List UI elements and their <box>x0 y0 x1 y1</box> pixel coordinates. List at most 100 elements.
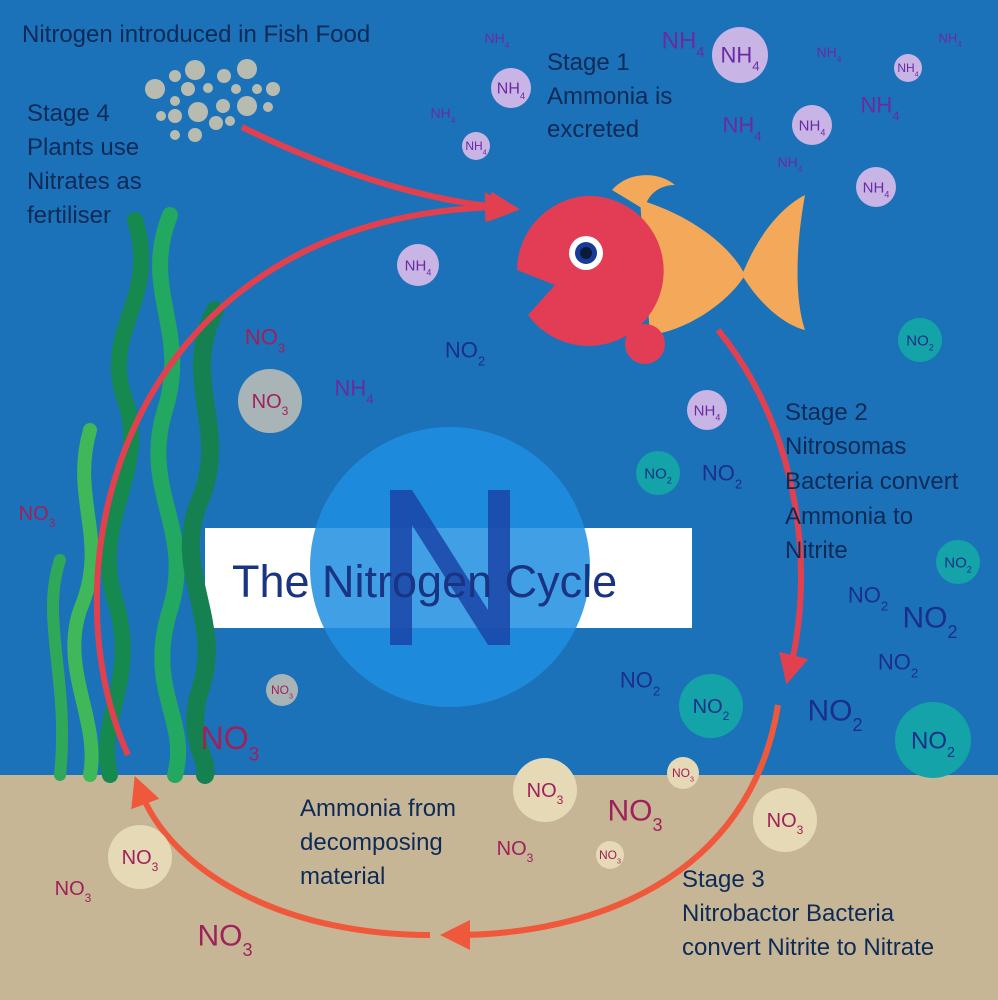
sand-substrate <box>0 775 998 1000</box>
molecule-formula: NO3 <box>19 503 56 530</box>
no3-molecule: NO3 <box>197 920 252 961</box>
stage1-label: Stage 1 Ammonia is excreted <box>547 49 672 143</box>
molecule-bubble <box>397 244 439 286</box>
svg-text:convert Nitrite to Nitrate: convert Nitrite to Nitrate <box>682 934 934 961</box>
molecule-formula: NH4 <box>799 117 826 137</box>
molecule-formula: NH4 <box>694 402 721 422</box>
molecule-formula: NO2 <box>848 583 888 614</box>
stage4-to-stage1-arrow <box>93 192 515 757</box>
nh4-molecule: NH4 <box>894 54 922 82</box>
molecule-bubble <box>687 390 727 430</box>
molecule-formula: NO2 <box>902 602 957 643</box>
no2-molecule: NO2 <box>878 650 918 681</box>
no3-molecule: NO3 <box>266 674 298 706</box>
molecule-formula: NH4 <box>497 81 526 103</box>
molecule-formula: NH4 <box>863 179 890 199</box>
no2-molecule: NO2 <box>807 695 862 736</box>
stage4-label: Stage 4 Plants use Nitrates as fertilise… <box>27 100 142 229</box>
molecule-bubble <box>856 167 896 207</box>
molecule-formula: NH4 <box>778 154 803 174</box>
stage2-to-stage3-arrow <box>440 704 781 950</box>
nh4-molecule: NH4 <box>722 113 761 144</box>
molecule-bubble <box>491 68 531 108</box>
no3-molecule: NO3 <box>245 325 285 356</box>
molecule-bubble <box>712 27 768 83</box>
nh4-molecule: NH4 <box>712 27 768 83</box>
no2-molecule: NO2 <box>445 338 485 369</box>
molecule-bubble <box>894 54 922 82</box>
no3-molecule: NO3 <box>201 720 260 765</box>
food-arrow <box>240 124 520 222</box>
nh4-molecule: NH4 <box>860 93 899 124</box>
food-label: Nitrogen introduced in Fish Food <box>22 21 370 48</box>
no3-molecule: NO3 <box>513 758 577 822</box>
molecule-formula: NO3 <box>271 683 293 700</box>
molecule-formula: NH4 <box>938 31 962 50</box>
molecule-formula: NO3 <box>252 391 289 418</box>
svg-text:Plants use: Plants use <box>27 134 139 161</box>
fish-pectoral-fin <box>625 324 665 364</box>
molecule-bubble <box>936 540 980 584</box>
no2-molecule: NO2 <box>848 583 888 614</box>
nh4-molecule: NH4 <box>491 68 531 108</box>
fish <box>517 175 805 364</box>
no3-molecule: NO3 <box>108 825 172 889</box>
molecule-formula: NO2 <box>702 461 742 492</box>
svg-text:Stage 2: Stage 2 <box>785 399 868 426</box>
nitrogen-emblem-letter-shape <box>390 490 510 645</box>
molecule-formula: NH4 <box>405 257 432 277</box>
molecule-formula: NO2 <box>807 695 862 736</box>
molecule-formula: NO3 <box>201 720 260 765</box>
svg-text:Ammonia to: Ammonia to <box>785 503 913 530</box>
nh4-molecule: NH4 <box>792 105 832 145</box>
nh4-molecule: NH4 <box>856 167 896 207</box>
nh4-molecule: NH4 <box>778 154 803 174</box>
molecule-formula: NO3 <box>497 838 534 865</box>
svg-text:Nitrobactor Bacteria: Nitrobactor Bacteria <box>682 900 895 927</box>
molecule-bubble <box>636 451 680 495</box>
no3-molecule: NO3 <box>753 788 817 852</box>
no2-molecule: NO2 <box>895 702 971 778</box>
molecule-formula: NO3 <box>527 780 564 807</box>
nh4-molecule: NH4 <box>334 376 373 407</box>
no2-molecule: NO2 <box>902 602 957 643</box>
svg-text:decomposing: decomposing <box>300 829 443 856</box>
svg-text:Nitrates as: Nitrates as <box>27 168 142 195</box>
nh4-molecule: NH4 <box>485 30 510 50</box>
molecule-bubble <box>108 825 172 889</box>
no2-molecule: NO2 <box>636 451 680 495</box>
molecule-formula: NO2 <box>693 696 730 723</box>
molecule-formula: NO3 <box>197 920 252 961</box>
molecule-formula: NO2 <box>644 465 672 485</box>
molecule-bubble <box>679 674 743 738</box>
molecule-formula: NO3 <box>245 325 285 356</box>
no2-molecule: NO2 <box>936 540 980 584</box>
molecule-bubble <box>792 105 832 145</box>
fish-tail <box>742 195 805 330</box>
no2-molecule: NO2 <box>679 674 743 738</box>
nh4-molecule: NH4 <box>462 132 490 160</box>
molecule-formula: NH4 <box>722 113 761 144</box>
svg-text:Stage 4: Stage 4 <box>27 100 110 127</box>
no2-molecule: NO2 <box>702 461 742 492</box>
molecule-formula: NO3 <box>672 766 694 783</box>
molecule-formula: NO3 <box>607 795 662 836</box>
nh4-molecule: NH4 <box>938 31 962 50</box>
no3-molecule: NO3 <box>667 757 699 789</box>
molecule-formula: NO2 <box>906 332 934 352</box>
molecule-formula: NO2 <box>445 338 485 369</box>
molecule-formula: NO3 <box>122 847 159 874</box>
no2-molecule: NO2 <box>620 668 660 699</box>
nh4-molecule: NH4 <box>817 44 842 64</box>
molecule-bubble <box>667 757 699 789</box>
no3-molecule: NO3 <box>238 369 302 433</box>
molecule-formula: NO3 <box>55 878 92 905</box>
molecule-formula: NH4 <box>334 376 373 407</box>
svg-text:Bacteria convert: Bacteria convert <box>785 468 959 495</box>
molecule-bubble <box>462 132 490 160</box>
svg-text:Ammonia is: Ammonia is <box>547 83 672 110</box>
fish-body-rear <box>640 200 745 335</box>
svg-text:excreted: excreted <box>547 116 639 143</box>
